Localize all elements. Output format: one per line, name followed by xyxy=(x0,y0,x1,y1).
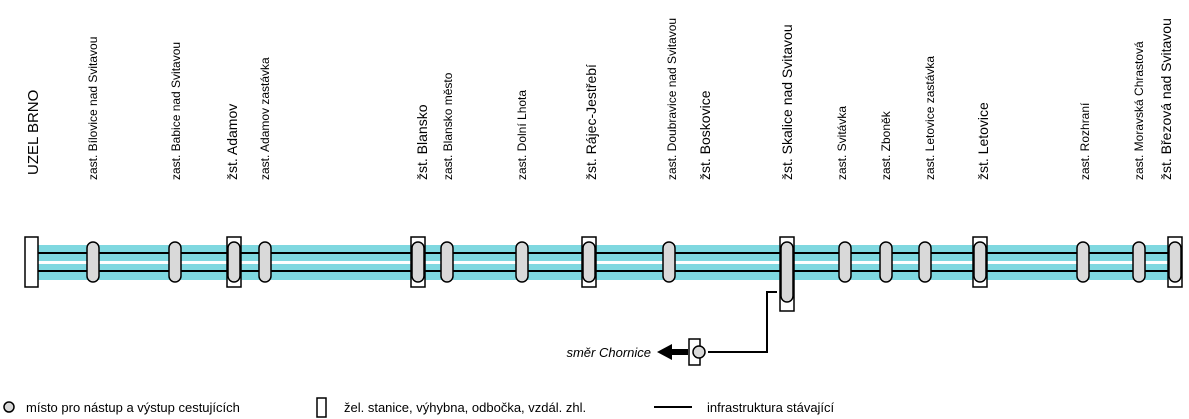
direction-label: směr Chornice xyxy=(566,345,651,360)
platform-oval-zst-letovice xyxy=(973,241,987,283)
platform-oval-zast-svitavka xyxy=(838,241,852,283)
station-label-zast-bilovice-nad-svitavou: zast. Bílovice nad Svitavou xyxy=(86,37,100,180)
branch-platform-oval xyxy=(692,345,706,359)
platform-oval-zst-brezova-nad-svitavou xyxy=(1168,241,1182,283)
legend-platform-symbol xyxy=(3,401,15,413)
platform-oval-zast-moravska-chrastova xyxy=(1132,241,1146,283)
terminus-label: UZEL BRNO xyxy=(25,90,42,175)
station-label-zst-skalice-nad-svitavou: žst. Skalice nad Svitavou xyxy=(779,24,795,180)
station-label-zast-babice-nad-svitavou: zast. Babice nad Svitavou xyxy=(169,42,183,180)
legend-platform-text: místo pro nástup a výstup cestujících xyxy=(26,400,240,415)
station-label-zst-adamov: žst. Adamov xyxy=(224,104,240,180)
platform-oval-zast-doubravice-nad-svitavou xyxy=(662,241,676,283)
platform-oval-zast-bilovice-nad-svitavou xyxy=(86,241,100,283)
station-label-zst-boskovice: žst. Boskovice xyxy=(697,90,713,180)
platform-oval-zast-dolni-lhota xyxy=(515,241,529,283)
platform-oval-zast-zbonek xyxy=(879,241,893,283)
station-objects xyxy=(86,236,1183,312)
station-label-zst-blansko: žst. Blansko xyxy=(414,104,430,180)
platform-oval-zast-rozhrani xyxy=(1076,241,1090,283)
platform-oval-zast-letovice-zastavka xyxy=(918,241,932,283)
platform-oval-zast-adamov-zastavka xyxy=(258,241,272,283)
platform-oval-zst-rajec-jestrebi xyxy=(582,241,596,283)
platform-oval-zst-blansko xyxy=(411,241,425,283)
station-label-zst-brezova-nad-svitavou: žst. Březová nad Svitavou xyxy=(1158,18,1174,180)
legend-station-symbol xyxy=(316,397,327,418)
station-labels: UZEL BRNO zast. Bílovice nad Svitavou zas… xyxy=(25,18,1174,180)
station-label-zast-dolni-lhota: zast. Dolní Lhota xyxy=(515,90,529,180)
terminus-box-brno xyxy=(24,236,39,288)
station-label-zast-adamov-zastavka: zast. Adamov zastávka xyxy=(258,57,272,180)
station-label-zst-rajec-jestrebi: žst. Rájec-Jestřebí xyxy=(583,64,599,180)
branch-track xyxy=(708,291,777,353)
station-label-zast-doubravice-nad-svitavou: zast. Doubravice nad Svitavou xyxy=(665,18,679,180)
branch-line: směr Chornice xyxy=(566,291,777,366)
station-label-zast-blansko-mesto: zast. Blansko město xyxy=(441,72,455,180)
station-label-zast-svitavka: zast. Svitávka xyxy=(835,106,849,180)
station-label-zast-letovice-zastavka: zast. Letovice zastávka xyxy=(923,56,937,180)
legend-line-text: infrastruktura stávající xyxy=(707,400,835,415)
platform-oval-zst-skalice-nad-svitavou xyxy=(780,241,794,303)
platform-oval-zst-adamov xyxy=(227,241,241,283)
direction-arrow-icon xyxy=(657,344,688,360)
station-label-zst-letovice: žst. Letovice xyxy=(975,102,991,180)
station-label-zast-moravska-chrastova: zast. Moravská Chrastová xyxy=(1132,41,1146,180)
platform-oval-zast-blansko-mesto xyxy=(440,241,454,283)
platform-oval-zast-babice-nad-svitavou xyxy=(168,241,182,283)
legend-station-text: žel. stanice, výhybna, odbočka, vzdál. z… xyxy=(344,400,586,415)
main-line-tracks xyxy=(34,245,1176,280)
station-label-zast-rozhrani: zast. Rozhraní xyxy=(1078,102,1092,180)
legend: místo pro nástup a výstup cestujících že… xyxy=(3,397,835,418)
station-label-zast-zbonek: zast. Zboněk xyxy=(879,110,893,180)
